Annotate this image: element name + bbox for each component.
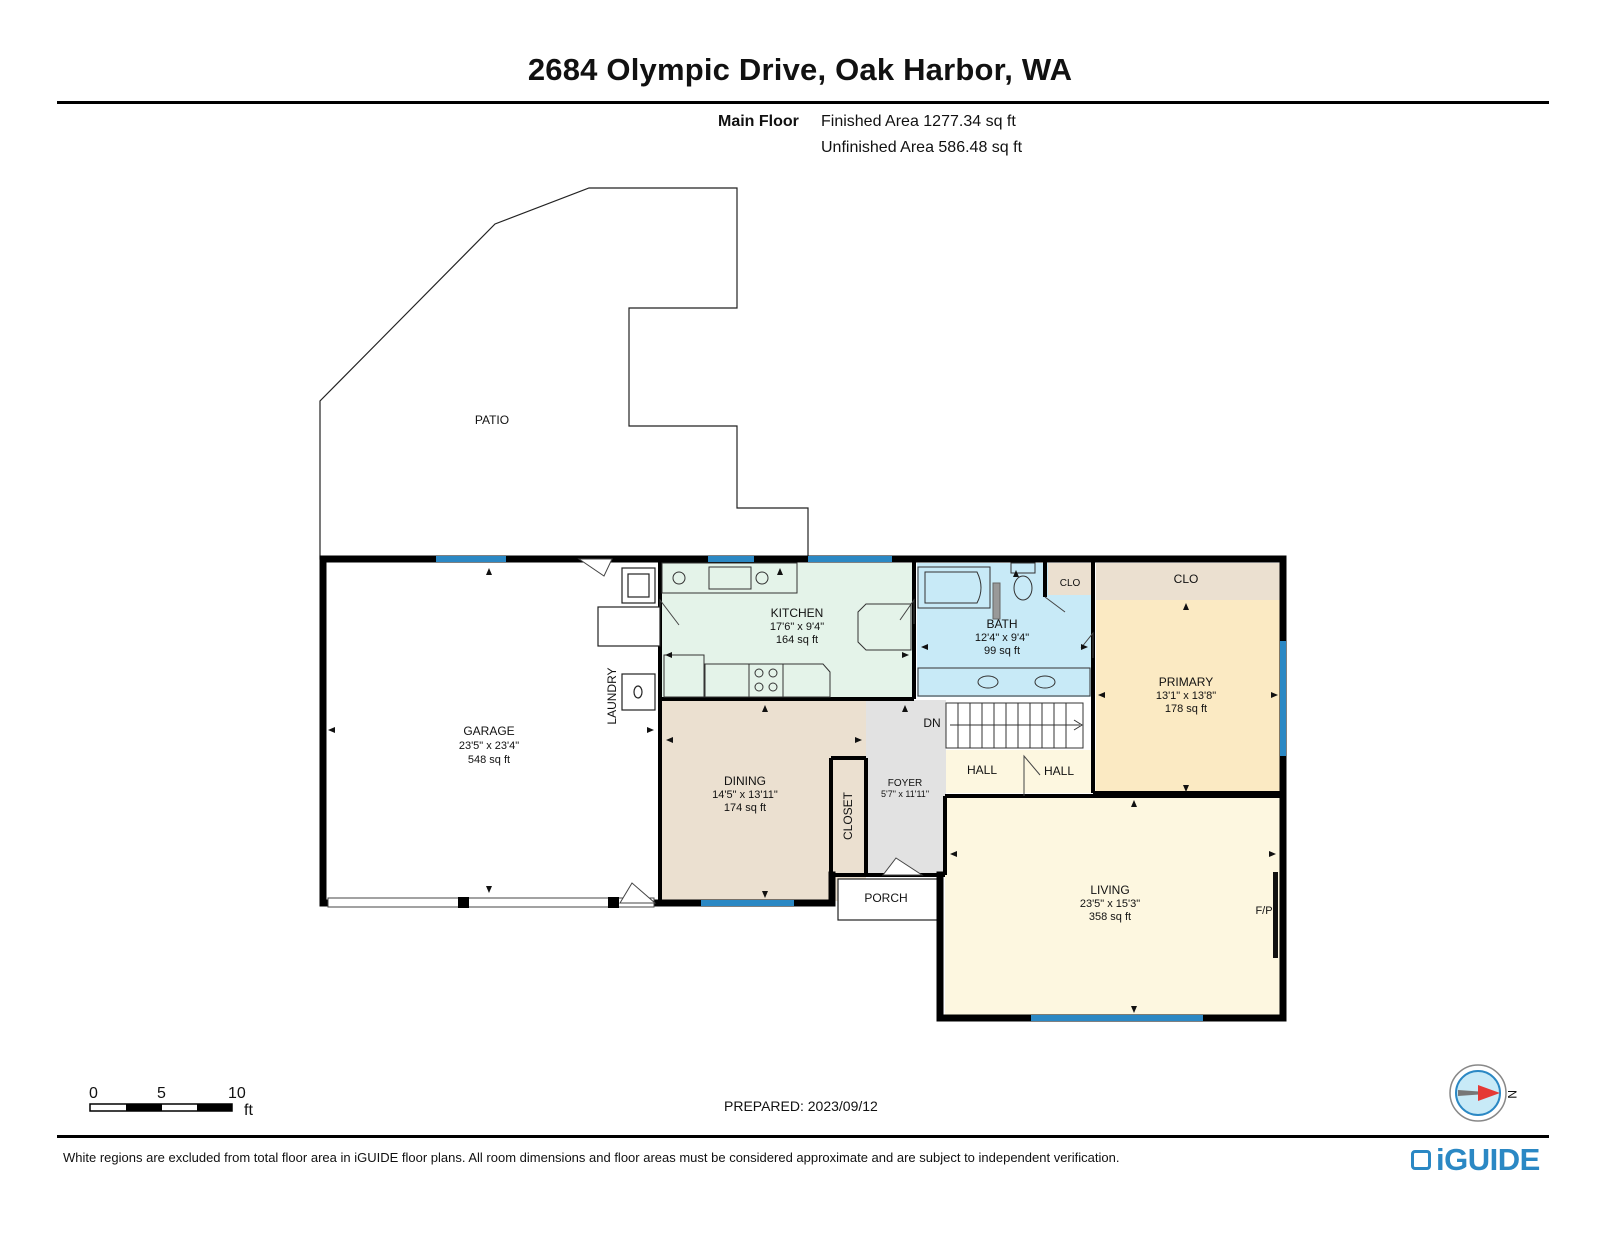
iguide-logo: iGUIDE (1436, 1142, 1540, 1177)
primary-fill (1096, 600, 1280, 793)
primary-area: 178 sq ft (1165, 703, 1207, 715)
scale-unit: ft (244, 1102, 253, 1119)
dining-name: DINING (724, 774, 766, 788)
garage-area: 548 sq ft (468, 754, 510, 766)
bath-area: 99 sq ft (984, 645, 1020, 657)
primary-dims: 13'1" x 13'8" (1156, 690, 1216, 702)
foyer-name: FOYER (888, 778, 922, 789)
hall-1-label: HALL (967, 763, 997, 777)
closet-fill (833, 760, 863, 873)
windows (436, 556, 1286, 1021)
bath-name: BATH (986, 617, 1017, 631)
finished-area: Finished Area 1277.34 sq ft (821, 113, 1016, 130)
garage-name: GARAGE (463, 724, 514, 738)
scale-label-10: 10 (228, 1085, 246, 1102)
doors (577, 558, 1094, 904)
hall-2-fill (1024, 750, 1096, 793)
fireplace (1273, 872, 1278, 958)
compass: N (1449, 1064, 1519, 1122)
garage-door (327, 897, 655, 908)
laundry-fixtures (597, 567, 661, 711)
footer-divider (57, 1135, 1549, 1138)
kitchen-dims: 17'6" x 9'4" (770, 621, 824, 633)
prepared-date: PREPARED: 2023/09/12 (724, 1098, 878, 1114)
clo-small-label: CLO (1060, 578, 1081, 589)
hall-1-fill (946, 750, 1024, 793)
floor-name: Main Floor (718, 113, 799, 130)
patio-outline (319, 187, 809, 560)
stairs-label: DN (923, 716, 940, 730)
scale-bar: 0 5 10 ft (89, 1085, 253, 1119)
laundry-label: LAUNDRY (605, 667, 619, 724)
primary-name: PRIMARY (1159, 675, 1213, 689)
bath-fixtures (917, 562, 1091, 697)
clo-primary-fill (1096, 563, 1280, 600)
closet-label: CLOSET (841, 791, 855, 840)
clo-primary-label: CLO (1174, 572, 1199, 586)
living-area: 358 sq ft (1089, 911, 1131, 923)
living-name: LIVING (1090, 883, 1129, 897)
porch-label: PORCH (864, 891, 907, 905)
fireplace-label: F/P (1255, 905, 1272, 917)
kitchen-fixtures (661, 562, 912, 698)
patio-label: PATIO (475, 413, 509, 427)
hall-2-label: HALL (1044, 764, 1074, 778)
compass-north-label: N (1505, 1090, 1519, 1099)
unfinished-area: Unfinished Area 586.48 sq ft (821, 139, 1023, 156)
clo-small-fill (1048, 563, 1093, 595)
dining-dims: 14'5" x 13'11" (712, 789, 778, 801)
room-labels: GARAGE 23'5" x 23'4" 548 sq ft LAUNDRY K… (459, 572, 1273, 923)
bath-dims: 12'4" x 9'4" (975, 632, 1029, 644)
foyer-dims: 5'7" x 11'11" (881, 789, 929, 799)
scale-label-5: 5 (157, 1085, 166, 1102)
stairs (945, 702, 1084, 749)
living-dims: 23'5" x 15'3" (1080, 898, 1140, 910)
header-divider (57, 101, 1549, 104)
kitchen-area: 164 sq ft (776, 634, 818, 646)
living-fill (945, 796, 1280, 1015)
kitchen-name: KITCHEN (771, 606, 824, 620)
scale-label-0: 0 (89, 1085, 98, 1102)
garage-dims: 23'5" x 23'4" (459, 740, 519, 752)
foyer-fill (866, 700, 946, 875)
disclaimer-text: White regions are excluded from total fl… (63, 1150, 1120, 1165)
measurement-arrows (328, 568, 1278, 1013)
iguide-logo-icon (1411, 1150, 1431, 1170)
page-title: 2684 Olympic Drive, Oak Harbor, WA (527, 52, 1073, 87)
dining-area: 174 sq ft (724, 802, 766, 814)
